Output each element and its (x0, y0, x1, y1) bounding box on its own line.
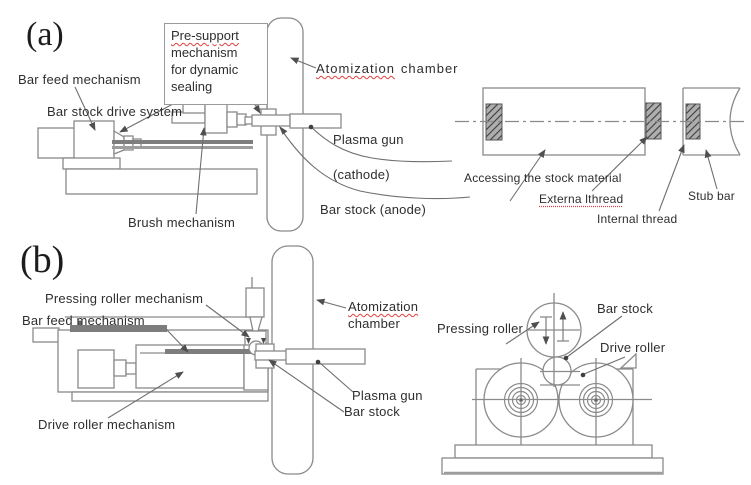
label-plasma-gun-b: Plasma gun (352, 388, 423, 403)
atomization-word-a: Atomization (316, 61, 395, 76)
label-stub-bar: Stub bar (688, 189, 735, 203)
label-atomization-chamber-b: Atomization chamber (348, 298, 418, 332)
pre-support-line3: for dynamic (171, 62, 239, 77)
panel-b-roller-front-view (441, 293, 664, 475)
label-pressing-roller-detail: Pressing roller (437, 321, 524, 336)
panel-a-plasma-gun-part (289, 113, 342, 129)
label-pressing-roller-mechanism: Pressing roller mechanism (45, 291, 204, 306)
panel-a-bar-feed-machine (37, 98, 264, 195)
panel-b-atomization-chamber (254, 245, 366, 475)
atomization-word-b: Atomization (348, 299, 419, 314)
drive-roller-hub-left (503, 382, 539, 418)
label-brush-mechanism: Brush mechanism (128, 215, 236, 230)
pre-support-line1: Pre-support (171, 28, 239, 43)
label-bar-stock-drive-system: Bar stock drive system (47, 104, 183, 119)
pressing-roller-motion-arrows (540, 311, 569, 345)
label-bar-feed-mechanism-b: Bar feed mechanism (22, 313, 145, 328)
panel-b-bar-feed-machine (32, 316, 269, 402)
label-bar-stock-detail: Bar stock (597, 301, 653, 316)
label-drive-roller-mechanism: Drive roller mechanism (38, 417, 176, 432)
panel-b-leader-lines (107, 298, 354, 419)
label-plasma-gun-a: Plasma gun (333, 132, 404, 147)
label-accessing-stock-material: Accessing the stock material (464, 171, 622, 185)
drive-roller-hub-right (578, 382, 614, 418)
pre-support-line2: mechanism (171, 45, 238, 60)
pre-support-line4: sealing (171, 79, 213, 94)
chamber-word-a: chamber (400, 61, 459, 76)
label-bar-feed-mechanism-a: Bar feed mechanism (18, 72, 141, 87)
panel-b-pressing-roller-assembly (244, 277, 267, 356)
frame-corner-tab (619, 352, 637, 369)
label-cathode: (cathode) (333, 167, 390, 182)
pre-support-callout-box: Pre-support mechanism for dynamic sealin… (164, 23, 268, 105)
label-external-thread: Externa lthread (539, 192, 624, 206)
label-bar-stock-b: Bar stock (344, 404, 400, 419)
label-drive-roller-detail: Drive roller (600, 340, 666, 355)
panel-a-thread-detail (455, 87, 748, 212)
label-bar-stock-anode: Bar stock (anode) (320, 202, 427, 217)
chamber-word-b: chamber (348, 316, 400, 331)
label-atomization-chamber-a: Atomization chamber (316, 61, 459, 78)
panel-b-tag: (b) (20, 239, 65, 281)
label-internal-thread: Internal thread (597, 212, 678, 226)
panel-a-tag: (a) (26, 16, 64, 53)
